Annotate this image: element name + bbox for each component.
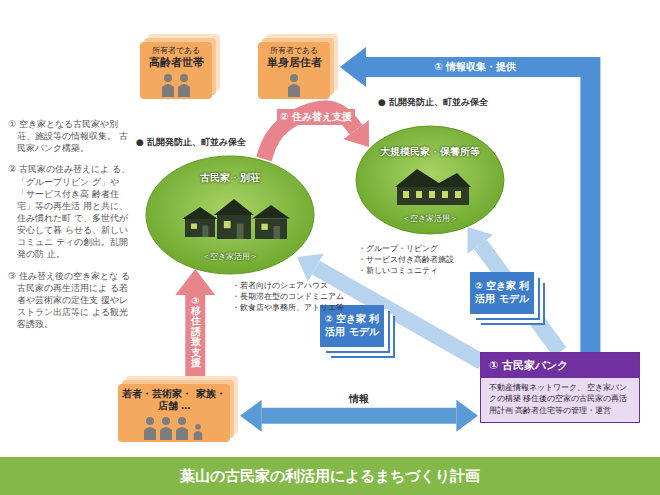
label-text: ● 乱開発防止、町並み保全 [136,136,261,149]
vacant-house-ellipse: 古民家・別荘 ＜空き家活用＞ [145,155,315,275]
owner-card: 所有者である単身居住者 [258,42,330,99]
label-text: ・新しいコミュニティ [358,265,468,276]
node-heading: ① 古民家バンク [481,353,639,378]
diagram-title: 葉山の古民家の利活用によるまちづくり計画 [180,467,480,486]
node-heading: ② 空き家 利活用 モデル [324,313,380,339]
node-heading: 古民家・別荘 [145,171,315,185]
connector-label: ③ 移住・誘致支援 [190,294,202,371]
node-body: 単身居住者 [261,56,327,69]
title-band: 葉山の古民家の利活用によるまちづくり計画 [0,457,660,495]
use-bullets: ・グループ・リビング・サービス付き高齢者施設・新しいコミュニティ [358,243,468,277]
node-heading: 所有者である [261,46,327,56]
newcomer-card: 若者・芸術家・ 家族・店舗 … [118,384,230,442]
house-illustration [395,169,471,205]
house-illustration [182,199,290,239]
connector-label: ② 住み替え支援 [277,109,355,125]
model-document: ② 空き家 利活用 モデル [470,272,534,314]
node-heading: 若者・芸術家・ 家族・店舗 … [121,388,227,412]
node-body: ＜空き家活用＞ [355,213,505,224]
ellipse-outline [146,156,314,274]
node-heading: 大規模民家・保養所等 [355,145,505,159]
use-bullets: ・若者向けのシェアハウス・長期滞在型のコンドミニアム・飲食店や事務所、アトリエ等 [232,280,347,314]
connector-arrow [264,108,356,159]
connector-label: ① 情報収集・提供 [431,59,519,75]
people-icon [140,414,208,440]
connector-label: 情報 [346,391,372,407]
connector-arrow [316,268,482,362]
node-heading: ② 空き家 利活用 モデル [474,280,530,306]
plan-list: ① 空き家となる古民家や別 荘、施設等の情報収集。 古民家バンク構築。 ② 古民家… [8,118,132,339]
vacant-house-ellipse: 大規模民家・保養所等 ＜空き家活用＞ [355,125,505,235]
people-icon [284,71,304,97]
ellipse-outline [356,126,504,234]
label-text: ② 古民家の住み替えによ る、「グループリビン グ」や「サービス付き高 齢者住宅… [8,163,132,260]
label-text: ・飲食店や事務所、アトリエ等 [232,302,347,313]
label-text: ③ 住み替え後の空き家とな る古民家の再生活用によ る若者や芸術家の定住支 援や… [8,270,132,331]
label-text: ・グループ・リビング [358,243,468,254]
label-text: ・長期滞在型のコンドミニアム [232,291,347,302]
owner-card: 所有者である高齢者世帯 [140,42,212,99]
label-text: ① 空き家となる古民家や別 荘、施設等の情報収集。 古民家バンク構築。 [8,118,132,154]
label-text: ● 乱開発防止、町並み保全 [378,96,503,109]
protection-note: ● 乱開発防止、町並み保全 [136,136,261,149]
node-body: 高齢者世帯 [143,56,209,69]
bank-box: ① 古民家バンク不動産情報ネットワーク、 空き家バンクの構築 移住後の空家の古民… [480,352,640,423]
node-body: ＜空き家活用＞ [145,251,315,262]
label-text: ・サービス付き高齢者施設 [358,254,468,265]
label-text: ・若者向けのシェアハウス [232,280,347,291]
protection-note: ● 乱開発防止、町並み保全 [378,96,503,109]
connector-arrow [262,408,457,424]
node-heading: 所有者である [143,46,209,56]
node-body: 不動産情報ネットワーク、 空き家バンクの構築 移住後の空家の古民家の再活用計画 … [481,378,639,422]
people-icon [158,71,194,97]
